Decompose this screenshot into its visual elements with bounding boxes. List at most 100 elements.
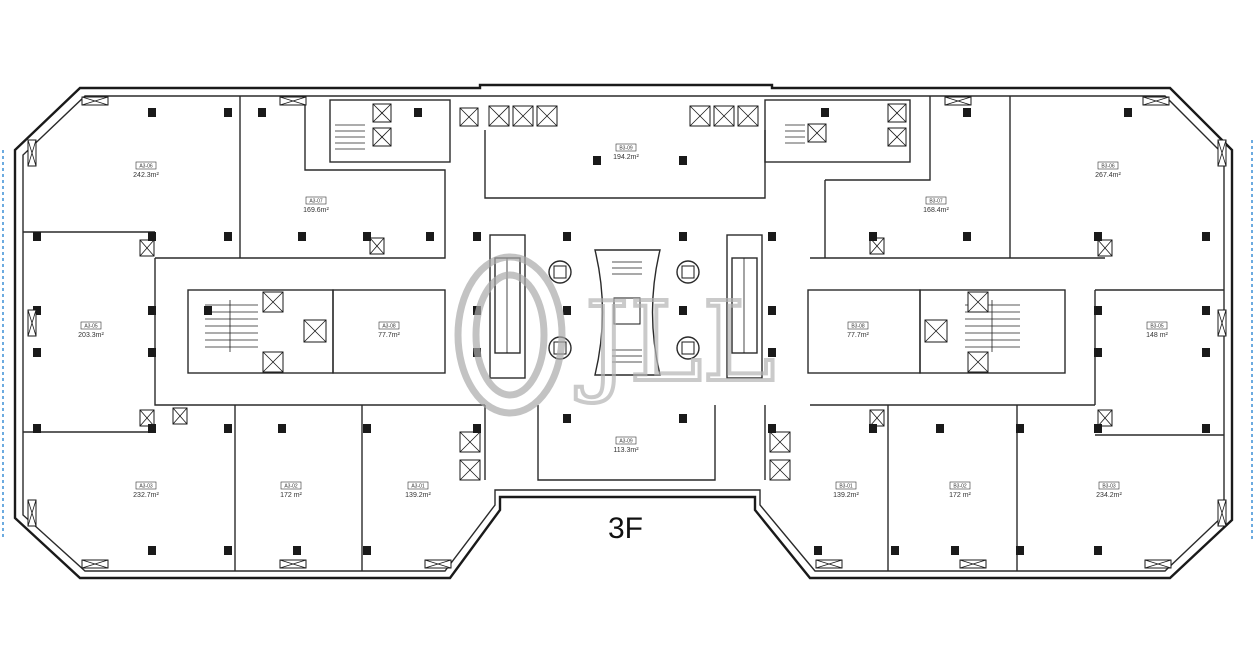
- unit-id: B3-02: [953, 484, 967, 490]
- bottom-unit-partitions: [234, 405, 1018, 571]
- unit-label: A3-02 172 m²: [280, 481, 303, 499]
- shaft-boxes: [139, 103, 1113, 481]
- shaft-box: [689, 105, 711, 127]
- structural-column: [148, 424, 156, 433]
- unit-area: 77.7m²: [378, 332, 400, 339]
- window-marker: [944, 96, 972, 106]
- structural-column: [768, 306, 776, 315]
- unit-id-tag: [615, 436, 637, 445]
- structural-column: [363, 424, 371, 433]
- building-inner-outline: [22, 95, 1225, 572]
- unit-id-tag: [407, 481, 429, 490]
- structural-column: [1094, 348, 1102, 357]
- structural-column: [148, 348, 156, 357]
- structural-column: [278, 424, 286, 433]
- shaft-box: [262, 351, 284, 373]
- unit-id: A3-09: [619, 439, 633, 445]
- unit-area: 267.4m²: [1095, 172, 1121, 179]
- unit-id-tag: [305, 196, 327, 205]
- structural-column: [679, 156, 687, 165]
- unit-id: B3-08: [851, 324, 865, 330]
- structural-column: [1202, 306, 1210, 315]
- unit-id-tag: [949, 481, 971, 490]
- structural-column: [33, 232, 41, 241]
- building-outline: [13, 83, 1234, 580]
- structural-column: [1094, 306, 1102, 315]
- unit-id-tag: [847, 321, 869, 330]
- unit-area: 148 m²: [1146, 332, 1168, 339]
- structural-column: [679, 414, 687, 423]
- shaft-box: [924, 319, 948, 343]
- shaft-box: [459, 459, 481, 481]
- unit-label: B3-02 172 m²: [949, 481, 972, 499]
- structural-column: [224, 108, 232, 117]
- shaft-box: [172, 407, 188, 425]
- structural-column: [1016, 424, 1024, 433]
- unit-id-tag: [615, 143, 637, 152]
- window-marker: [1144, 559, 1172, 569]
- shaft-box: [372, 127, 392, 147]
- unit-area: 139.2m²: [833, 492, 859, 499]
- window-marker: [81, 96, 109, 106]
- structural-column: [224, 424, 232, 433]
- shaft-box: [488, 105, 510, 127]
- shaft-box: [139, 409, 155, 427]
- atrium-feature: [548, 249, 700, 376]
- shaft-box: [1097, 239, 1113, 257]
- unit-area: 168.4m²: [923, 207, 949, 214]
- unit-id: B3-03: [1102, 484, 1116, 490]
- shaft-box: [887, 103, 907, 123]
- structural-column: [148, 546, 156, 555]
- unit-id-tag: [1097, 161, 1119, 170]
- top-left-service-core: [329, 99, 451, 163]
- structural-column: [1202, 232, 1210, 241]
- unit-id: B3-09: [619, 146, 633, 152]
- structural-column: [1016, 546, 1024, 555]
- structural-column: [148, 232, 156, 241]
- shaft-box: [262, 291, 284, 313]
- unit-area: 242.3m²: [133, 172, 159, 179]
- structural-column: [563, 414, 571, 423]
- unit-id: A3-02: [284, 484, 298, 490]
- floor-label: 3F: [608, 512, 643, 545]
- structural-column: [963, 108, 971, 117]
- unit-labels: A3-06242.3m²A3-07169.6m²B3-09194.2m²B3-0…: [78, 143, 1169, 499]
- unit-area: 203.3m²: [78, 332, 104, 339]
- structural-column: [1202, 424, 1210, 433]
- window-marker: [27, 499, 37, 527]
- unit-id: A3-03: [139, 484, 153, 490]
- shaft-box: [869, 237, 885, 255]
- shaft-box: [769, 431, 791, 453]
- window-marker: [815, 559, 843, 569]
- structural-column: [33, 348, 41, 357]
- unit-id: A3-07: [309, 199, 323, 205]
- structural-column: [148, 306, 156, 315]
- window-marker: [1217, 309, 1227, 337]
- structural-column: [679, 232, 687, 241]
- unit-area: 172 m²: [280, 492, 302, 499]
- structural-column: [148, 108, 156, 117]
- structural-column: [224, 232, 232, 241]
- unit-label: A3-06 242.3m²: [133, 161, 160, 179]
- structural-column: [414, 108, 422, 117]
- shaft-box: [1097, 409, 1113, 427]
- unit-id-tag: [925, 196, 947, 205]
- unit-area: 172 m²: [949, 492, 971, 499]
- structural-column: [258, 108, 266, 117]
- structural-column: [821, 108, 829, 117]
- shaft-box: [807, 123, 827, 143]
- unit-id: A3-05: [84, 324, 98, 330]
- unit-id: A3-06: [139, 164, 153, 170]
- unit-id-tag: [1098, 481, 1120, 490]
- unit-id: A3-08: [382, 324, 396, 330]
- window-marker: [27, 139, 37, 167]
- structural-column: [363, 232, 371, 241]
- top-unit-partitions: [239, 96, 1011, 258]
